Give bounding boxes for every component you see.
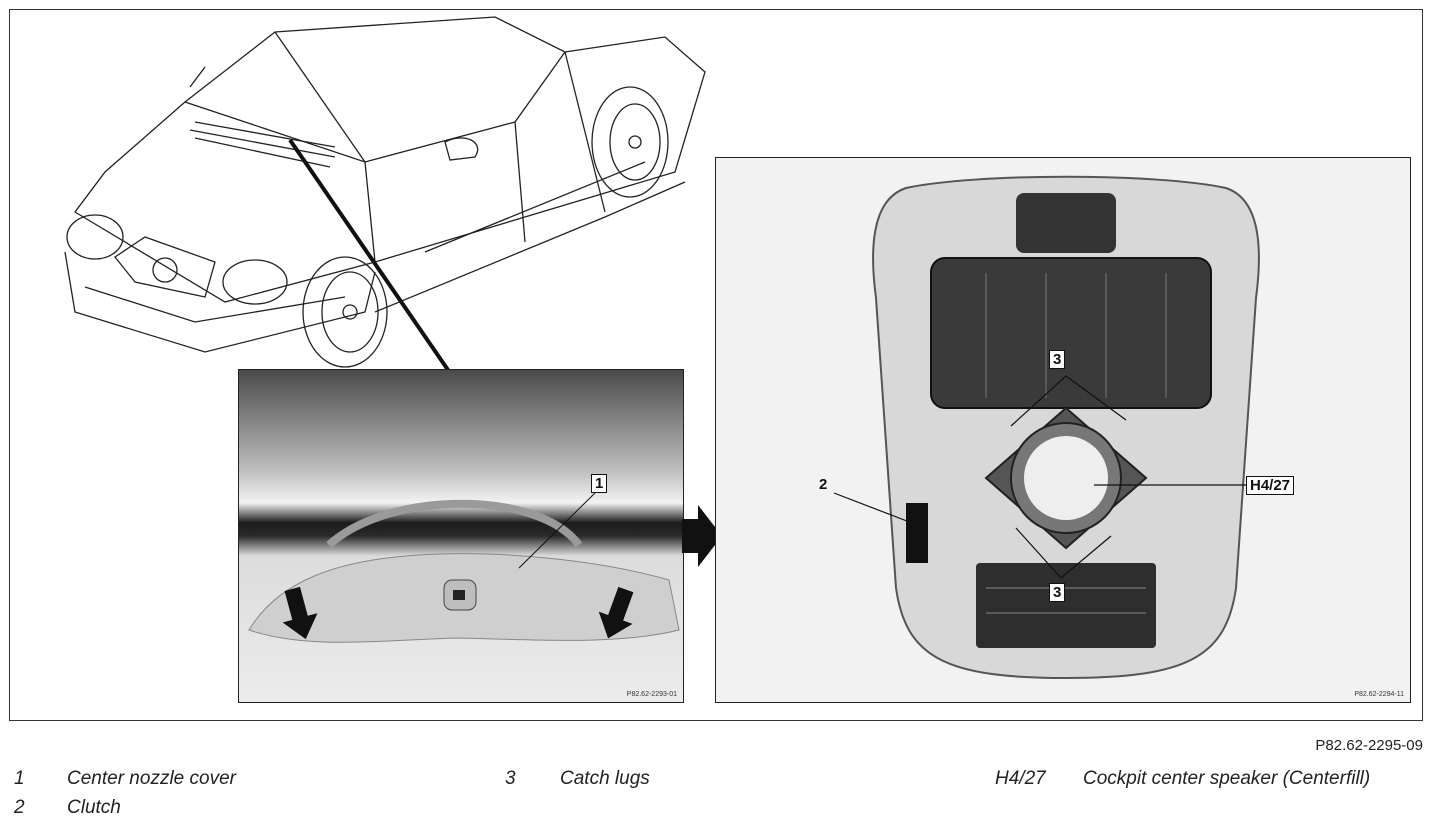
- legend-label-1: Center nozzle cover: [67, 768, 236, 789]
- legend-label-h4-27: Cockpit center speaker (Centerfill): [1083, 768, 1371, 789]
- nozzle-cover-drawing: [248, 491, 680, 643]
- car-line-drawing: [64, 16, 706, 368]
- callout-1: 1: [591, 474, 608, 493]
- legend-number-3: 3: [505, 768, 516, 789]
- callout-h4-27: H4/27: [1246, 476, 1295, 495]
- photo-code-right: P82.62-2294-11: [1354, 691, 1404, 698]
- photo-code-left: P82.62-2293-01: [626, 691, 677, 698]
- speaker-module-photo: 3 3 2 H4/27 P82.62-2294-11: [715, 157, 1411, 703]
- figure-code: P82.62-2295-09: [1315, 737, 1423, 754]
- callout-3-bottom: 3: [1049, 583, 1066, 602]
- speaker-module-drawing: [833, 175, 1260, 680]
- legend-label-3: Catch lugs: [560, 768, 650, 789]
- legend-number-1: 1: [14, 768, 25, 789]
- legend-number-h4-27: H4/27: [995, 768, 1046, 789]
- callout-2: 2: [819, 476, 828, 493]
- legend-number-2: 2: [14, 797, 25, 818]
- right-arrow-icon: [682, 505, 722, 567]
- center-nozzle-photo: 1 P82.62-2293-01: [238, 369, 684, 703]
- legend-label-2: Clutch: [67, 797, 121, 818]
- callout-3-top: 3: [1049, 350, 1066, 369]
